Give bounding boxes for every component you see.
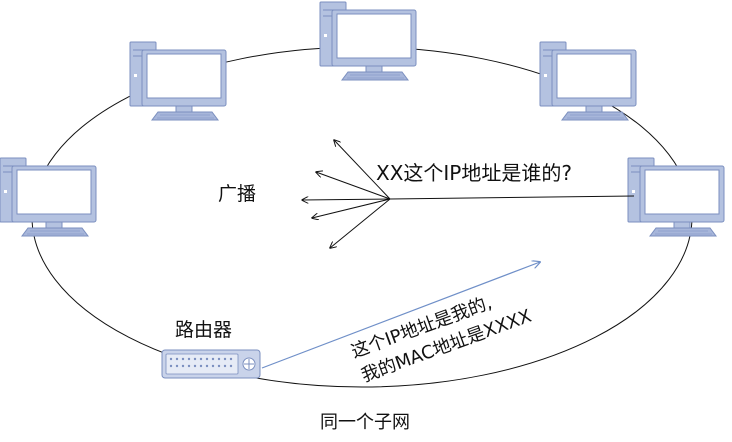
computer-right-icon	[627, 157, 725, 237]
broadcast-arrow-1	[334, 140, 391, 200]
reply-arrow	[261, 262, 540, 369]
router-label: 路由器	[175, 319, 232, 341]
computer-upper-left-icon	[129, 41, 227, 121]
broadcast-label: 广播	[218, 183, 256, 205]
computer-top-icon	[319, 1, 417, 81]
broadcast-arrow-2	[316, 172, 391, 200]
computer-upper-right-icon	[539, 41, 637, 121]
broadcast-trunk-line	[389, 195, 635, 200]
subnet-label: 同一个子网	[320, 412, 410, 433]
broadcast-arrow-4	[312, 198, 391, 218]
router-icon	[161, 349, 261, 379]
question-label: XX这个IP地址是谁的?	[376, 161, 572, 185]
computer-left-icon	[0, 157, 97, 237]
broadcast-arrow-5	[330, 198, 391, 248]
broadcast-arrow-3	[302, 199, 391, 200]
